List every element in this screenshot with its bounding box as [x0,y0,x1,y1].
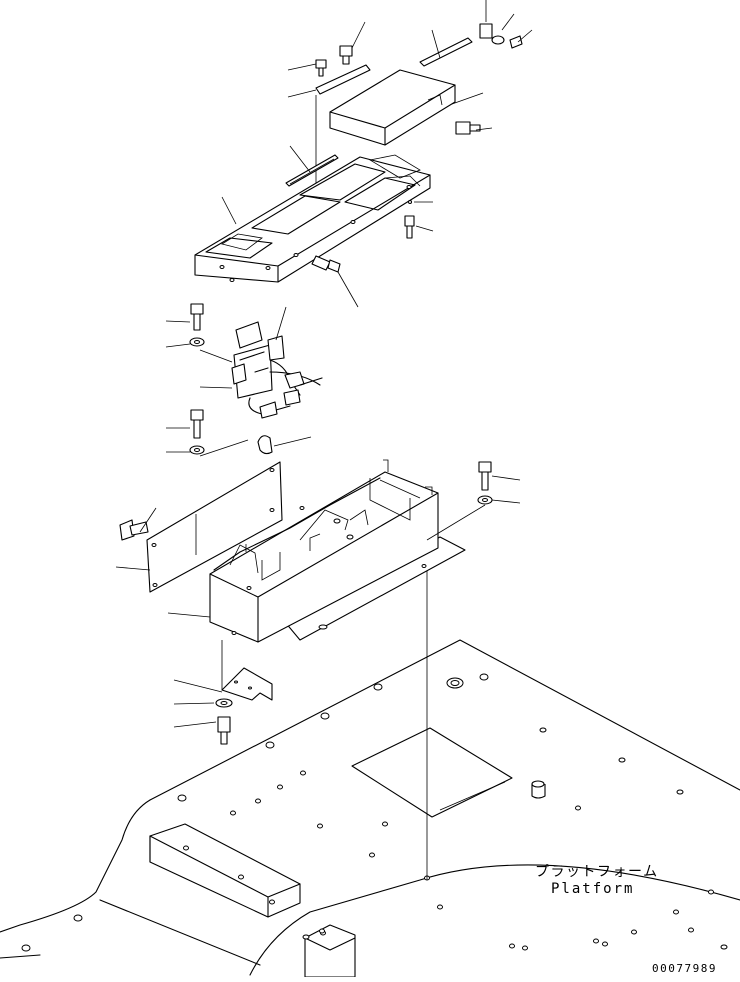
platform-holes [21,673,728,952]
platform-floor [0,639,740,978]
mounting-bracket [221,640,273,701]
side-cover-plate [146,461,283,593]
bolt-washer-bottom [215,698,233,745]
platform-label-jp: プラットフォーム [535,864,659,880]
platform-label-en: Platform [551,881,634,897]
figure-number: 00077989 [652,962,717,975]
console-lid [329,69,456,146]
platform-label: プラットフォーム Platform [535,864,659,897]
lid-hinge [315,37,473,95]
console-base-box [209,459,466,643]
wiring-harness-assembly [231,321,323,419]
tray-bolt [311,200,415,273]
knob-bolt [119,519,149,541]
bolt-washer-left [189,303,249,457]
hinge-strip [285,154,339,187]
top-bolts [315,23,523,135]
leader-lines [115,0,533,728]
bolt-washer-right [426,461,493,541]
harness-clip [257,435,273,455]
console-tray [194,154,431,283]
